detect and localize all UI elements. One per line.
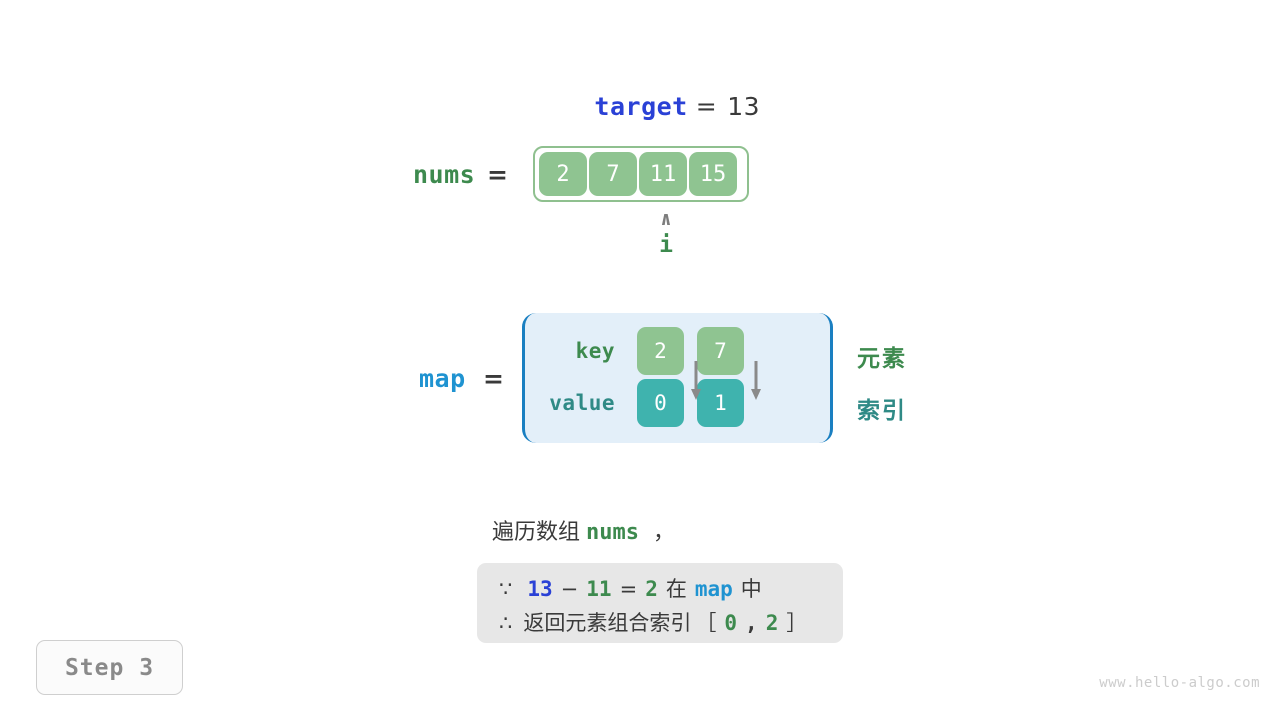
key-to-value-arrow-icon bbox=[751, 361, 761, 400]
nums-array: 2 7 11 15 bbox=[533, 146, 749, 202]
map-key-row: key 2 7 bbox=[525, 327, 830, 375]
target-value: 13 bbox=[727, 92, 760, 121]
bracket-open: ［ bbox=[695, 611, 717, 635]
note-map-token: map bbox=[694, 577, 733, 601]
legend-index: 索引 bbox=[857, 398, 907, 424]
watermark: www.hello-algo.com bbox=[1099, 675, 1260, 691]
caption-suffix: ， bbox=[653, 520, 676, 545]
map-value-row-label: value bbox=[549, 391, 615, 415]
result-index-0: 0 bbox=[724, 611, 738, 635]
pointer-label: i bbox=[659, 232, 673, 258]
map-key-cell: 7 bbox=[697, 327, 744, 375]
map-value-cell: 1 bbox=[697, 379, 744, 427]
target-label: target bbox=[594, 92, 688, 121]
key-to-value-arrow-icon bbox=[691, 361, 701, 400]
map-equals: = bbox=[483, 364, 504, 393]
array-cell: 7 bbox=[589, 152, 637, 196]
bracket-close: ］ bbox=[786, 611, 808, 635]
note-value-target: 13 bbox=[527, 577, 553, 601]
map-value-cell: 0 bbox=[637, 379, 684, 427]
pointer-caret-icon: ∧ bbox=[660, 208, 672, 230]
legend-elements: 元素 bbox=[857, 346, 907, 372]
note-value-current: 11 bbox=[586, 577, 612, 601]
map-key-cell: 2 bbox=[637, 327, 684, 375]
note-result-text: 返回元素组合索引 bbox=[523, 611, 692, 635]
caption-prefix: 遍历数组 bbox=[492, 520, 581, 545]
result-index-1: 2 bbox=[765, 611, 779, 635]
array-cell: 2 bbox=[539, 152, 587, 196]
map-key-row-label: key bbox=[575, 339, 615, 363]
therefore-symbol: ∴ bbox=[499, 611, 513, 635]
target-row: target= 13 bbox=[0, 92, 760, 121]
map-container: key 2 7 value 0 1 bbox=[522, 313, 833, 443]
note-value-complement: 2 bbox=[645, 577, 658, 601]
note-equals: = bbox=[619, 577, 638, 601]
note-tail-text: 中 bbox=[740, 577, 762, 601]
array-cell: 11 bbox=[639, 152, 687, 196]
nums-equals: = bbox=[487, 160, 508, 189]
note-line-2: ∴ 返回元素组合索引［ 0, 2 ］ bbox=[499, 606, 821, 640]
note-in-text: 在 bbox=[665, 577, 687, 601]
nums-label: nums bbox=[413, 160, 476, 189]
note-minus: − bbox=[560, 577, 579, 601]
caption-code: nums bbox=[586, 520, 639, 545]
map-label: map bbox=[419, 364, 466, 393]
because-symbol: ∵ bbox=[499, 577, 513, 601]
result-comma: , bbox=[745, 611, 758, 635]
target-equals: = bbox=[695, 92, 718, 121]
map-value-row: value 0 1 bbox=[525, 379, 830, 427]
step-badge: Step 3 bbox=[36, 640, 183, 695]
array-cell: 15 bbox=[689, 152, 737, 196]
